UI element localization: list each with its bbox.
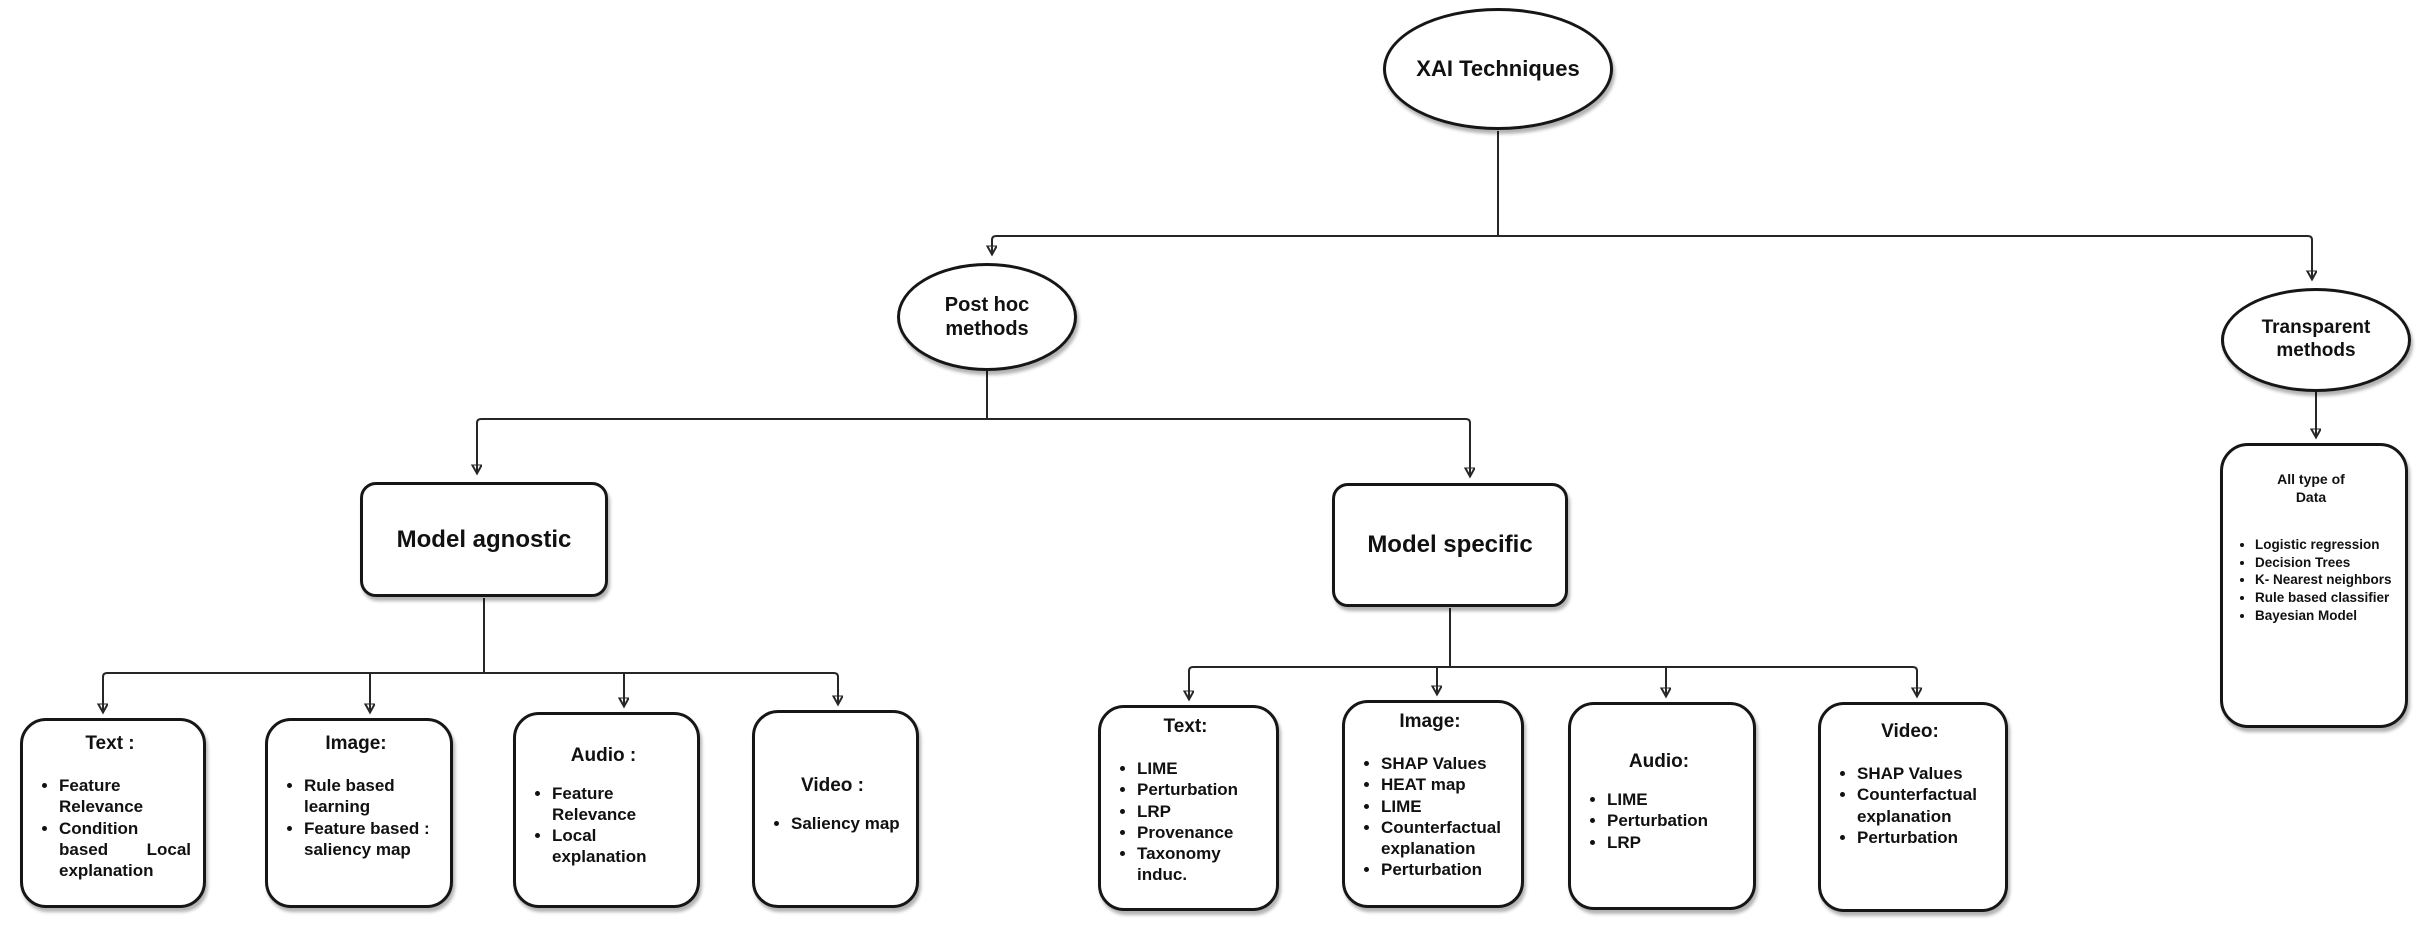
edge-agnostic-to-video (484, 672, 838, 704)
list-item: Feature Relevance (59, 775, 191, 818)
edge-agnostic-to-text (103, 672, 484, 712)
list-item: SHAP Values (1857, 763, 1993, 784)
list-item: LIME (1137, 758, 1264, 779)
list-item: LIME (1607, 789, 1741, 810)
leaf-title: Audio: (1628, 751, 1690, 773)
leaf-list: Feature Relevance Local explanation (522, 783, 685, 868)
list-item: Decision Trees (2255, 554, 2393, 572)
list-item: Bayesian Model (2255, 607, 2393, 625)
list-item: Perturbation (1857, 827, 1993, 848)
leaf-agnostic-audio: Audio : Feature Relevance Local explanat… (513, 712, 700, 908)
leaf-agnostic-image: Image: Rule based learning Feature based… (265, 718, 453, 908)
leaf-title: Video: (1881, 721, 1939, 742)
list-item: Logistic regression (2255, 536, 2393, 554)
edge-specific-to-video (1450, 666, 1917, 696)
list-item: LRP (1137, 801, 1264, 822)
node-model-agnostic: Model agnostic (360, 482, 608, 597)
leaf-specific-video: Video: SHAP Values Counterfactual explan… (1818, 702, 2008, 912)
leaf-specific-image: Image: SHAP Values HEAT map LIME Counter… (1342, 700, 1524, 908)
leaf-list: SHAP Values Counterfactual explanation P… (1827, 763, 1993, 848)
leaf-agnostic-text: Text : Feature Relevance Condition based… (20, 718, 206, 908)
leaf-list: LIME Perturbation LRP (1577, 789, 1741, 853)
edge-specific-to-text (1189, 666, 1450, 699)
edge-posthoc-to-agnostic (477, 418, 987, 473)
leaf-list: Rule based learning Feature based : sali… (274, 775, 438, 860)
list-item: Perturbation (1137, 779, 1264, 800)
node-label: Transparent methods (2261, 317, 2371, 361)
list-item: Condition based Local explanation (59, 818, 191, 882)
node-label: XAI Techniques (1416, 56, 1580, 81)
node-label: Model specific (1367, 531, 1533, 558)
list-item: Rule based learning (304, 775, 438, 818)
list-item: Counterfactual explanation (1381, 817, 1509, 860)
leaf-list: Saliency map (761, 813, 904, 834)
list-item: Rule based classifier (2255, 589, 2393, 607)
list-item: Feature based : saliency map (304, 818, 438, 861)
list-item: K- Nearest neighbors (2255, 571, 2393, 589)
node-label: Model agnostic (396, 525, 572, 553)
list-item: SHAP Values (1381, 753, 1509, 774)
list-item: LRP (1607, 832, 1741, 853)
edge-posthoc-to-specific (987, 418, 1470, 476)
node-transparent-methods: Transparent methods (2221, 288, 2411, 392)
leaf-agnostic-video: Video : Saliency map (752, 710, 919, 908)
list-item: Saliency map (791, 813, 904, 834)
leaf-title: Text : (85, 733, 135, 754)
leaf-title-text: All type of Data (2277, 471, 2345, 506)
leaf-title: Image: (325, 733, 387, 754)
leaf-title: Image: (1399, 711, 1461, 732)
leaf-list: SHAP Values HEAT map LIME Counterfactual… (1351, 753, 1509, 881)
leaf-title: Text: (1163, 716, 1208, 737)
leaf-title: Audio : (570, 744, 637, 766)
node-label: Post hoc methods (944, 294, 1030, 340)
list-item: Provenance (1137, 822, 1264, 843)
leaf-specific-audio: Audio: LIME Perturbation LRP (1568, 702, 1756, 910)
edge-root-to-posthoc (992, 235, 1498, 254)
node-model-specific: Model specific (1332, 483, 1568, 607)
leaf-transparent-all-data: All type of Data Logistic regression Dec… (2220, 443, 2408, 728)
list-item: Taxonomy induc. (1137, 843, 1264, 886)
node-post-hoc-methods: Post hoc methods (897, 263, 1077, 371)
leaf-list: Logistic regression Decision Trees K- Ne… (2229, 536, 2393, 624)
list-item: Counterfactual explanation (1857, 784, 1993, 827)
leaf-list: Feature Relevance Condition based Local … (29, 775, 191, 881)
list-item: HEAT map (1381, 774, 1509, 795)
list-item: Perturbation (1607, 810, 1741, 831)
list-item: Local explanation (552, 825, 685, 868)
leaf-title: All type of Data (2229, 470, 2393, 506)
list-item: Feature Relevance (552, 783, 685, 826)
leaf-specific-text: Text: LIME Perturbation LRP Provenance T… (1098, 705, 1279, 911)
list-item: Perturbation (1381, 859, 1509, 880)
node-xai-techniques: XAI Techniques (1383, 8, 1613, 130)
leaf-list: LIME Perturbation LRP Provenance Taxonom… (1107, 758, 1264, 886)
leaf-title: Video : (801, 775, 864, 797)
list-item: LIME (1381, 796, 1509, 817)
edge-root-to-transparent (1498, 235, 2312, 279)
